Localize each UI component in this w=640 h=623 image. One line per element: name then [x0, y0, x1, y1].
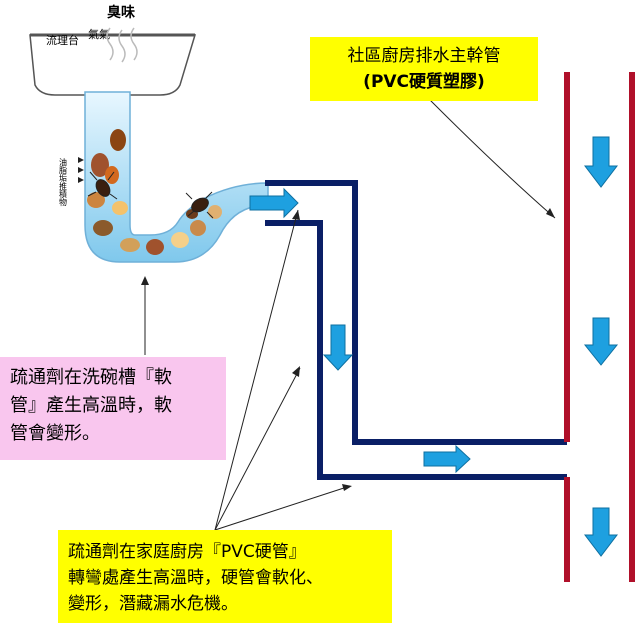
grease-side-arrows: [78, 157, 84, 183]
smell-label-2: 氣氣: [88, 27, 110, 41]
smell-wisps: [106, 27, 138, 63]
pvc-hard-pipe: [265, 180, 567, 480]
soft-pipe-line: 管』產生高溫時，軟: [10, 395, 172, 416]
main-pipe-callout: 社區廚房排水主幹管 (PVC硬質塑膠): [310, 37, 538, 101]
soft-pipe-callout: 疏通劑在洗碗槽『軟 管』產生高溫時，軟 管會變形。: [0, 357, 226, 460]
flow-arrow-down: [583, 136, 619, 188]
flow-arrow-down: [583, 507, 619, 557]
pvc-pipe-line: 疏通劑在家庭廚房『PVC硬管』: [68, 542, 306, 562]
grease-side-note: 油脂垢推積物: [59, 157, 68, 207]
soft-pipe: [78, 91, 269, 263]
main-trunk-pipe: [564, 72, 635, 582]
pvc-pipe-line: 轉彎處產生高溫時，硬管會軟化、: [68, 568, 323, 588]
main-pipe-title: 社區廚房排水主幹管: [347, 46, 501, 66]
sink-basin: [29, 33, 197, 96]
soft-pipe-line: 管會變形。: [10, 423, 100, 444]
cockroach-icon: [185, 191, 214, 219]
flow-arrow-down: [583, 317, 619, 366]
callout-lines: [144, 99, 556, 531]
smell-label-1: 臭味: [107, 4, 135, 21]
pvc-pipe-line: 變形，潛藏漏水危機。: [68, 594, 238, 614]
soft-pipe-line: 疏通劑在洗碗槽『軟: [10, 367, 172, 388]
flow-arrow-right: [249, 187, 299, 219]
flow-arrow-right: [423, 444, 471, 474]
main-pipe-material: (PVC硬質塑膠): [363, 72, 485, 92]
flow-arrow-down: [322, 324, 354, 371]
callout-arrowheads: [141, 208, 555, 491]
counter-label: 流理台: [46, 33, 79, 47]
pvc-pipe-callout: 疏通劑在家庭廚房『PVC硬管』 轉彎處產生高溫時，硬管會軟化、 變形，潛藏漏水危…: [58, 530, 392, 623]
cockroach-icon: [87, 171, 118, 200]
flow-arrows: [249, 136, 619, 557]
